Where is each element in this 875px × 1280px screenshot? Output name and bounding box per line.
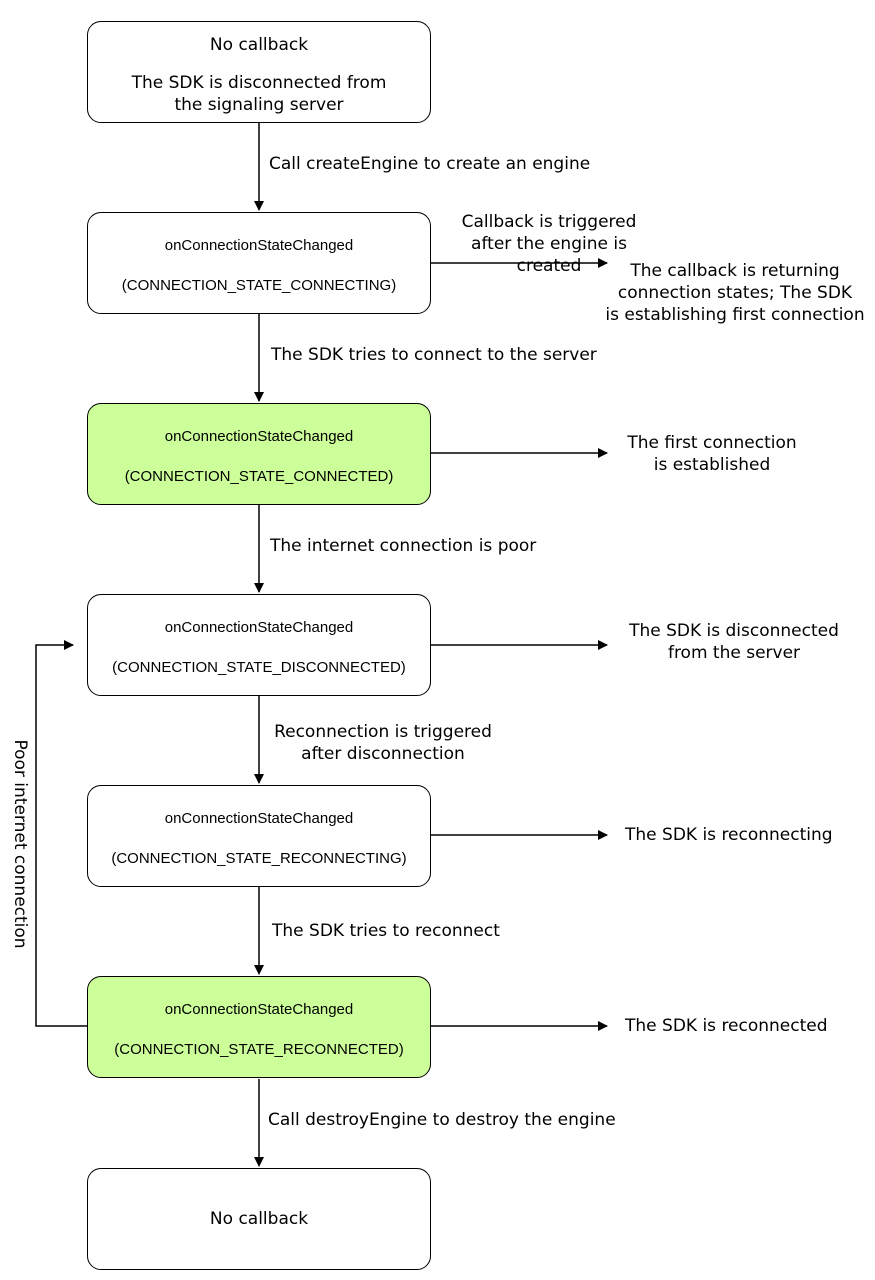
label-poor-connection: The internet connection is poor — [270, 536, 537, 556]
node-connecting-state: (CONNECTION_STATE_CONNECTING) — [121, 277, 397, 294]
outcome-connected: The first connection is established — [627, 433, 797, 475]
node-reconnected-state: (CONNECTION_STATE_RECONNECTED) — [114, 1041, 404, 1058]
node-end-title: No callback — [209, 1209, 309, 1229]
node-reconnecting-callback: onConnectionStateChanged — [164, 810, 354, 827]
label-callback-triggered: Callback is triggered after the engine i… — [461, 212, 637, 276]
label-try-connect: The SDK tries to connect to the server — [271, 345, 597, 365]
node-connecting-callback: onConnectionStateChanged — [164, 237, 354, 254]
node-reconnecting-state: (CONNECTION_STATE_RECONNECTING) — [111, 850, 407, 867]
outcome-reconnecting: The SDK is reconnecting — [625, 825, 833, 845]
outcome-connecting: The callback is returning connection sta… — [605, 261, 865, 325]
label-reconnect-triggered: Reconnection is triggered after disconne… — [274, 722, 492, 764]
node-disconnected: onConnectionStateChanged (CONNECTION_STA… — [87, 594, 431, 696]
node-end: No callback — [87, 1168, 431, 1270]
node-start-title: No callback — [209, 35, 309, 55]
outcome-reconnected: The SDK is reconnected — [625, 1016, 828, 1036]
label-destroy-engine: Call destroyEngine to destroy the engine — [268, 1110, 616, 1130]
node-reconnected-callback: onConnectionStateChanged — [164, 1001, 354, 1018]
outcome-disconnected: The SDK is disconnected from the server — [629, 621, 839, 663]
label-create-engine: Call createEngine to create an engine — [269, 154, 591, 174]
node-reconnected: onConnectionStateChanged (CONNECTION_STA… — [87, 976, 431, 1078]
node-connected-state: (CONNECTION_STATE_CONNECTED) — [124, 468, 394, 485]
node-connected-callback: onConnectionStateChanged — [164, 428, 354, 445]
node-reconnecting: onConnectionStateChanged (CONNECTION_STA… — [87, 785, 431, 887]
node-disconnected-state: (CONNECTION_STATE_DISCONNECTED) — [112, 659, 406, 676]
node-start: No callback The SDK is disconnected from… — [87, 21, 431, 123]
label-loop-back: Poor internet connection — [10, 739, 30, 949]
node-connecting: onConnectionStateChanged (CONNECTION_STA… — [87, 212, 431, 314]
node-connected: onConnectionStateChanged (CONNECTION_STA… — [87, 403, 431, 505]
label-try-reconnect: The SDK tries to reconnect — [272, 921, 500, 941]
node-start-subtitle: The SDK is disconnected from the signali… — [131, 73, 387, 115]
node-disconnected-callback: onConnectionStateChanged — [164, 619, 354, 636]
arrow-loop-back — [35, 640, 87, 1027]
